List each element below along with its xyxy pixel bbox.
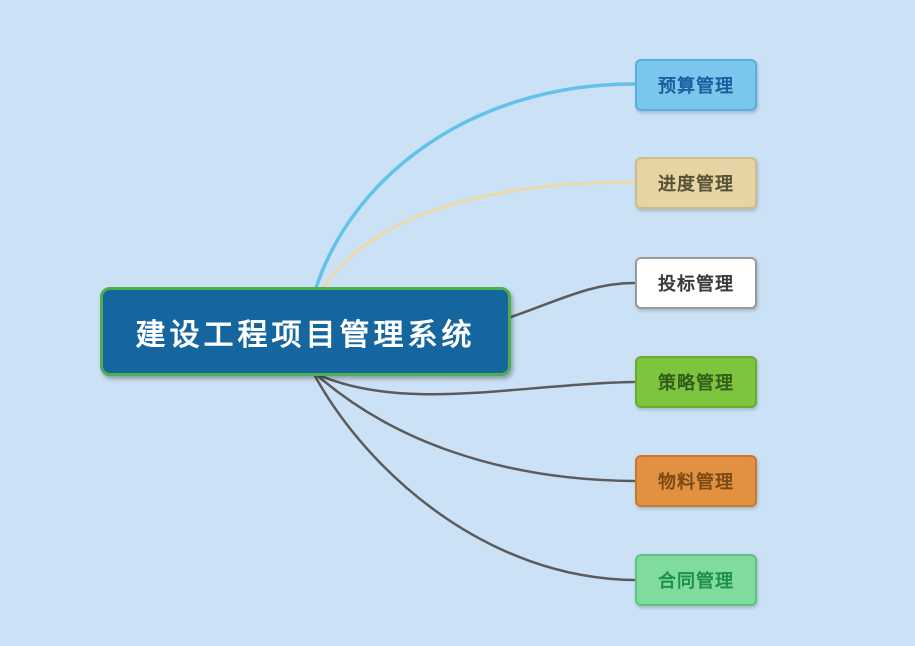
edge-material [316, 374, 636, 483]
branch-node-strategy[interactable]: 策略管理 [635, 356, 757, 408]
edge-contract [313, 374, 636, 582]
branch-node-label: 物料管理 [658, 472, 734, 492]
root-node[interactable]: 建设工程项目管理系统 [100, 287, 511, 376]
branch-node-label: 合同管理 [658, 571, 734, 591]
edge-budget [314, 82, 636, 290]
root-node-label: 建设工程项目管理系统 [135, 318, 476, 352]
branch-node-material[interactable]: 物料管理 [635, 455, 757, 507]
branch-node-label: 策略管理 [658, 373, 734, 393]
branch-node-label: 投标管理 [658, 274, 734, 294]
branch-node-schedule[interactable]: 进度管理 [635, 157, 757, 209]
edge-strategy [319, 374, 636, 396]
branch-node-label: 进度管理 [658, 174, 734, 194]
branch-node-label: 预算管理 [658, 76, 734, 96]
edge-schedule [321, 180, 636, 290]
branch-node-contract[interactable]: 合同管理 [635, 554, 757, 606]
branch-node-budget[interactable]: 预算管理 [635, 59, 757, 111]
branch-node-bidding[interactable]: 投标管理 [635, 257, 757, 309]
edge-bidding [509, 281, 636, 319]
